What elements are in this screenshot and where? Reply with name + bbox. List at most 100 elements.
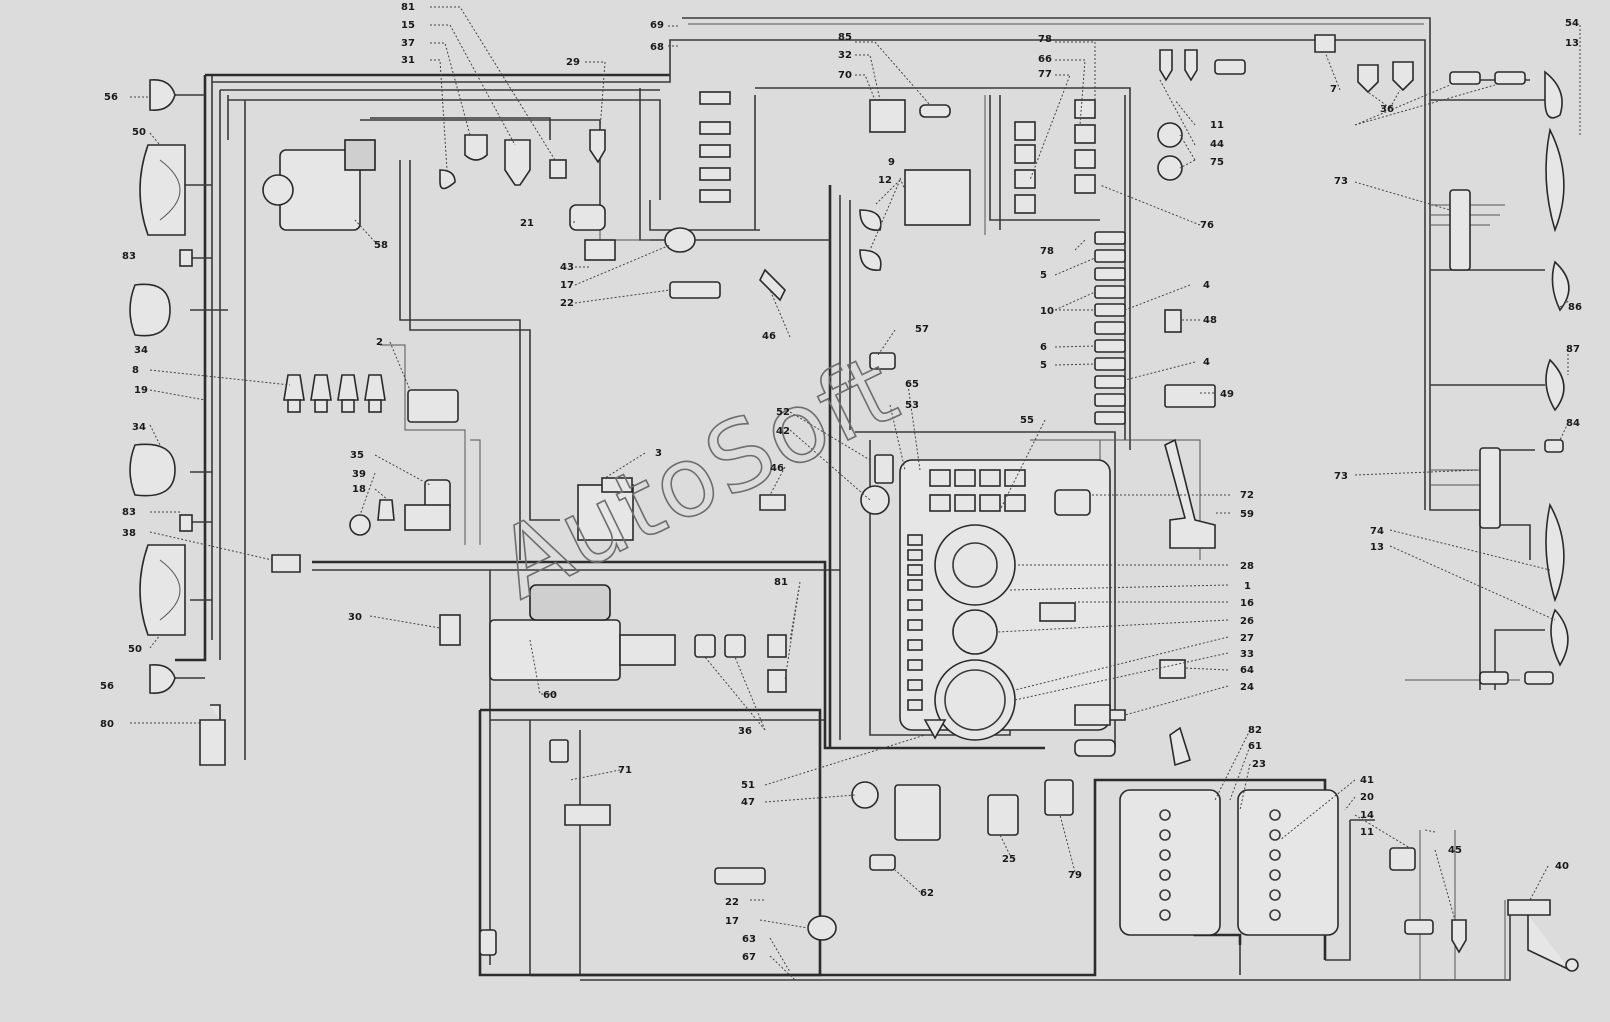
connector-75-a: [1157, 122, 1183, 148]
callout-3: 3: [655, 448, 662, 459]
callout-57: 57: [915, 324, 929, 335]
callout-7: 7: [1330, 84, 1337, 95]
callout-76: 76: [1200, 220, 1214, 231]
callout-45: 45: [1448, 845, 1462, 856]
callout-86: 86: [1568, 302, 1582, 313]
callout-33: 33: [1240, 649, 1254, 660]
callout-18: 18: [352, 484, 366, 495]
callout-78-mid: 78: [1040, 246, 1054, 257]
starter-60: [489, 619, 621, 681]
callout-42: 42: [776, 426, 790, 437]
callout-32: 32: [838, 50, 852, 61]
callout-74: 74: [1370, 526, 1384, 537]
callout-72: 72: [1240, 490, 1254, 501]
callout-21: 21: [520, 218, 534, 229]
callout-65: 65: [905, 379, 919, 390]
relay-25: [987, 794, 1019, 836]
callout-10: 10: [1040, 306, 1054, 317]
callout-59: 59: [1240, 509, 1254, 520]
sensor-37: [464, 134, 488, 161]
plug-11-a: [1159, 49, 1173, 82]
gauge-28: [934, 524, 1016, 606]
unit-43: [584, 239, 616, 261]
callout-39: 39: [352, 469, 366, 480]
callout-13-top: 13: [1565, 38, 1579, 49]
connector-64: [1159, 659, 1186, 679]
regulator-9: [904, 169, 971, 226]
callout-4-bottom: 4: [1203, 357, 1210, 368]
callout-67: 67: [742, 952, 756, 963]
callout-31: 31: [401, 55, 415, 66]
lamp-87: [1545, 358, 1565, 412]
callout-54: 54: [1565, 18, 1579, 29]
callout-70: 70: [838, 70, 852, 81]
sensor-36-mid-b: [724, 634, 746, 658]
callout-6: 6: [1040, 342, 1047, 353]
callout-19: 19: [134, 385, 148, 396]
callout-53: 53: [905, 400, 919, 411]
connector-83-bottom: [179, 514, 193, 532]
glow-plugs-8: [283, 374, 386, 413]
relay-block-3: [577, 484, 634, 541]
callout-34-bottom: 34: [132, 422, 146, 433]
components: [129, 34, 1579, 972]
sensor-31: [439, 169, 456, 190]
switch-14: [1389, 847, 1416, 871]
connector-71: [564, 804, 611, 826]
headlamp-50-top-lens: [159, 159, 181, 221]
callout-61: 61: [1248, 741, 1262, 752]
instrument-panel: [899, 459, 1111, 731]
callout-56-top: 56: [104, 92, 118, 103]
callout-17-top: 17: [560, 280, 574, 291]
callout-29: 29: [566, 57, 580, 68]
callout-24: 24: [1240, 682, 1254, 693]
callout-87: 87: [1566, 344, 1580, 355]
sensor-36-mid-a: [694, 634, 716, 658]
sensor-36-b: [1392, 61, 1414, 92]
connector-63: [479, 929, 497, 956]
switch-46-mid: [759, 494, 786, 511]
speedometer-33: [934, 659, 1016, 741]
callout-12: 12: [878, 175, 892, 186]
connector-bottom-right-a: [1479, 671, 1509, 685]
connector-80-dash: [1169, 726, 1191, 767]
connector-75-b: [1157, 155, 1183, 181]
callout-27: 27: [1240, 633, 1254, 644]
callout-37: 37: [401, 38, 415, 49]
callout-49: 49: [1220, 389, 1234, 400]
fuse-85: [919, 104, 951, 118]
callout-22-top: 22: [560, 298, 574, 309]
callout-50-top: 50: [132, 127, 146, 138]
gauge-26: [952, 609, 998, 655]
unit-49: [1164, 384, 1216, 408]
callout-82: 82: [1248, 725, 1262, 736]
connector-top-right-b: [1494, 71, 1526, 85]
callout-58: 58: [374, 240, 388, 251]
sensor-38: [271, 554, 301, 573]
switch-79: [1044, 779, 1074, 816]
callout-79: 79: [1068, 870, 1082, 881]
callout-38: 38: [122, 528, 136, 539]
unit-62: [894, 784, 941, 841]
callout-43: 43: [560, 262, 574, 273]
callout-52: 52: [776, 407, 790, 418]
lamp-86: [1551, 260, 1570, 312]
battery-23: [1119, 789, 1221, 936]
callout-9: 9: [888, 157, 895, 168]
callout-40: 40: [1555, 861, 1569, 872]
headlamp-50-bottom: [139, 544, 186, 636]
callout-11-bottom: 11: [1360, 827, 1374, 838]
callout-51: 51: [741, 780, 755, 791]
sensor-17-bottom: [807, 915, 837, 941]
watermark: AutoSoft: [481, 332, 915, 620]
relays-78: [1014, 99, 1096, 214]
callout-2: 2: [376, 337, 383, 348]
callout-35: 35: [350, 450, 364, 461]
callout-78-top: 78: [1038, 34, 1052, 45]
callout-85: 85: [838, 32, 852, 43]
sensor-15: [504, 139, 531, 186]
callout-44: 44: [1210, 139, 1224, 150]
callout-14: 14: [1360, 810, 1374, 821]
callout-41: 41: [1360, 775, 1374, 786]
side-lamp-56-top: [149, 78, 176, 112]
